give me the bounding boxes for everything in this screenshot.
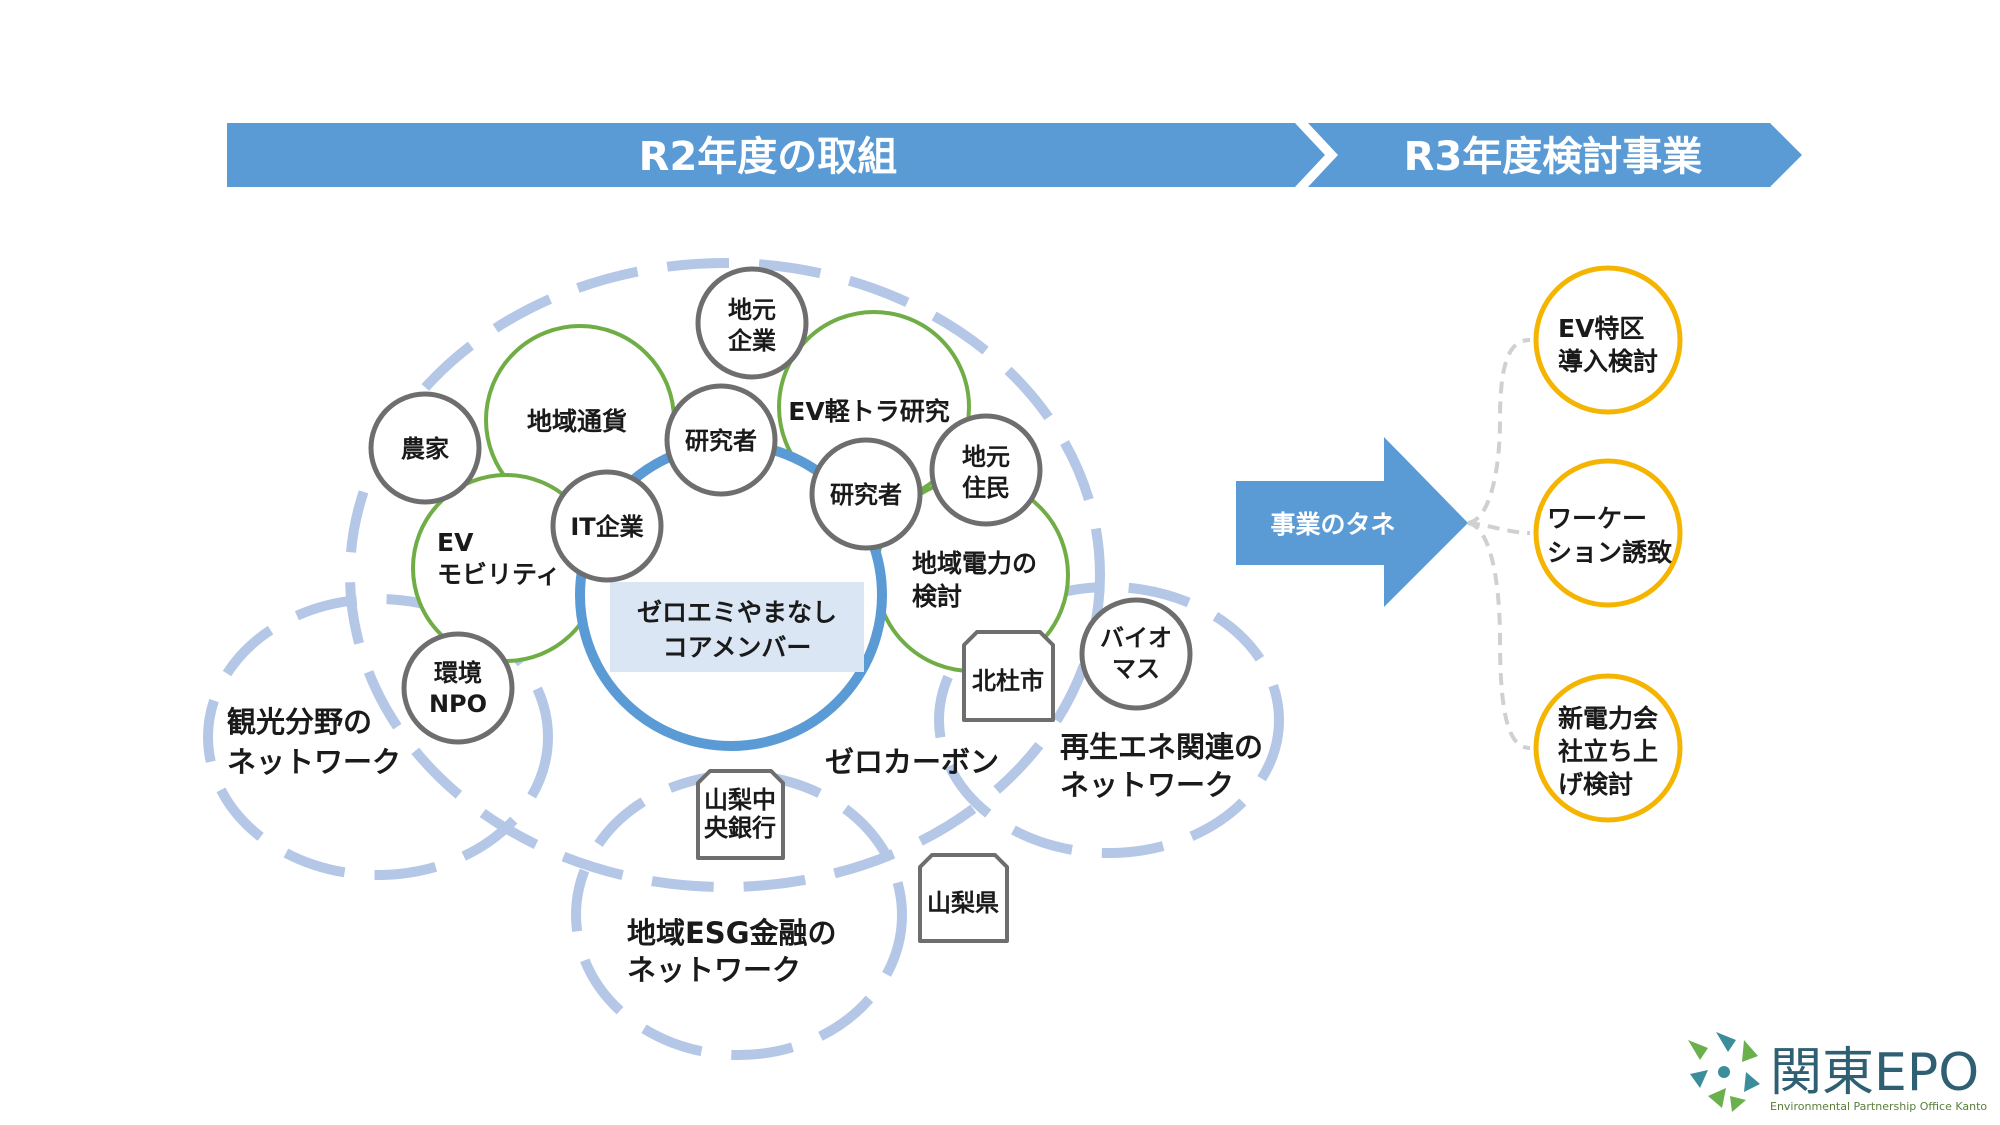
logo-subtitle: Environmental Partnership Office Kanto (1770, 1100, 1987, 1113)
new-power-company-label-2: 社立ち上 (1558, 737, 1658, 766)
workation-circle (1533, 458, 1683, 608)
logo-title: 関東EPO (1770, 1043, 1979, 1103)
institution-labels: 北杜市 山梨中 央銀行 山梨県 (704, 667, 1044, 917)
it-company-label: IT企業 (570, 513, 643, 541)
it-company-circle (550, 469, 664, 583)
renewable-network-outline (934, 582, 1284, 858)
core-label-box (610, 582, 864, 672)
new-power-company-circle (1533, 673, 1683, 823)
kanto-epo-logo: 関東EPO Environmental Partnership Office K… (1688, 1032, 1987, 1113)
zero-carbon-label: ゼロカーボン (825, 745, 999, 779)
local-company-label-2: 企業 (728, 327, 776, 355)
researcher-1-label: 研究者 (685, 427, 757, 455)
yamanashi-prefecture-badge (918, 853, 1009, 943)
yamanashi-prefecture-label: 山梨県 (927, 889, 999, 917)
yamanashi-chuo-bank-label-2: 央銀行 (704, 814, 776, 842)
timeline-banner: R2年度の取組 R3年度検討事業 (227, 123, 1802, 187)
ev-mobility-label-2: モビリティ (437, 560, 561, 589)
environment-npo-label-1: 環境 (434, 659, 482, 687)
regional-currency-label: 地域通貨 (527, 407, 627, 436)
member-labels: 地元 企業 農家 研究者 研究者 地元 住民 IT企業 環境 NPO バイオ マ… (401, 296, 1172, 718)
hokuto-city-label: 北杜市 (972, 667, 1044, 695)
regional-power-label-2: 検討 (912, 582, 962, 611)
ev-mobility-label-1: EV (437, 528, 474, 557)
local-residents-label-1: 地元 (962, 443, 1010, 471)
banner-r2-label: R2年度の取組 (639, 134, 898, 180)
banner-r3 (1308, 123, 1802, 187)
researcher-2-label: 研究者 (830, 481, 902, 509)
researcher-1-circle (664, 383, 778, 497)
environment-npo-label-2: NPO (429, 690, 487, 718)
core-label-line-1: ゼロエミやまなし (637, 598, 837, 627)
renewable-network-label-1: 再生エネ関連の (1060, 730, 1263, 764)
working-group-labels: 地域通貨 EV軽トラ研究 EV モビリティ 地域電力の 検討 (437, 397, 1037, 611)
esg-network-label-1: 地域ESG金融の (627, 916, 837, 950)
institution-badges (696, 630, 1055, 943)
renewable-network-label-2: ネットワーク (1060, 768, 1234, 802)
tourism-network-label-1: 観光分野の (227, 705, 372, 739)
banner-r3-label: R3年度検討事業 (1404, 134, 1703, 180)
local-residents-circle (929, 413, 1043, 527)
esg-network-label-2: ネットワーク (627, 953, 801, 987)
zero-carbon-outline (345, 258, 1105, 892)
seed-arrow-shape (1236, 437, 1468, 607)
hokuto-city-badge (962, 630, 1055, 722)
researcher-2-circle (809, 437, 923, 551)
new-power-company-label-1: 新電力会 (1558, 704, 1658, 733)
ev-light-truck-label: EV軽トラ研究 (788, 397, 949, 426)
yamanashi-chuo-bank-badge (696, 769, 785, 860)
new-power-company-label-3: げ検討 (1558, 770, 1633, 799)
ev-special-zone-circle (1533, 265, 1683, 415)
network-outlines (203, 258, 1284, 1060)
member-circles (368, 266, 1193, 745)
seed-arrow-label: 事業のタネ (1270, 510, 1395, 539)
local-company-label-1: 地元 (728, 296, 776, 324)
network-labels: 観光分野の ネットワーク 再生エネ関連の ネットワーク 地域ESG金融の ネット… (227, 705, 1263, 987)
core-label-line-2: コアメンバー (663, 633, 812, 662)
ev-special-zone-label-1: EV特区 (1558, 314, 1644, 343)
connector-top (1467, 338, 1531, 525)
yamanashi-chuo-bank-label-1: 山梨中 (704, 786, 776, 814)
banner-r2 (227, 123, 1325, 187)
ev-special-zone-label-2: 導入検討 (1558, 347, 1658, 376)
regional-power-label-1: 地域電力の (912, 549, 1037, 578)
local-residents-label-2: 住民 (962, 474, 1010, 502)
outcome-connectors (1467, 338, 1531, 750)
tourism-network-label-2: ネットワーク (227, 745, 401, 779)
local-company-circle (695, 266, 809, 380)
esg-network-outline (571, 770, 907, 1060)
biomass-label-2: マス (1112, 655, 1160, 683)
biomass-circle (1079, 597, 1193, 711)
seed-arrow: 事業のタネ (1236, 437, 1468, 607)
tourism-network-outline (203, 594, 553, 880)
workation-label-2: ション誘致 (1547, 538, 1673, 567)
outcome-labels: EV特区 導入検討 ワーケー ション誘致 新電力会 社立ち上 げ検討 (1547, 314, 1673, 799)
connector-bottom (1467, 521, 1531, 750)
workation-label-1: ワーケー (1547, 504, 1647, 533)
farmer-label: 農家 (401, 435, 449, 463)
outcome-circles (1533, 265, 1683, 823)
farmer-circle (368, 391, 482, 505)
environment-npo-circle (401, 631, 515, 745)
biomass-label-1: バイオ (1100, 624, 1172, 652)
logo-mark-icon (1688, 1032, 1760, 1112)
